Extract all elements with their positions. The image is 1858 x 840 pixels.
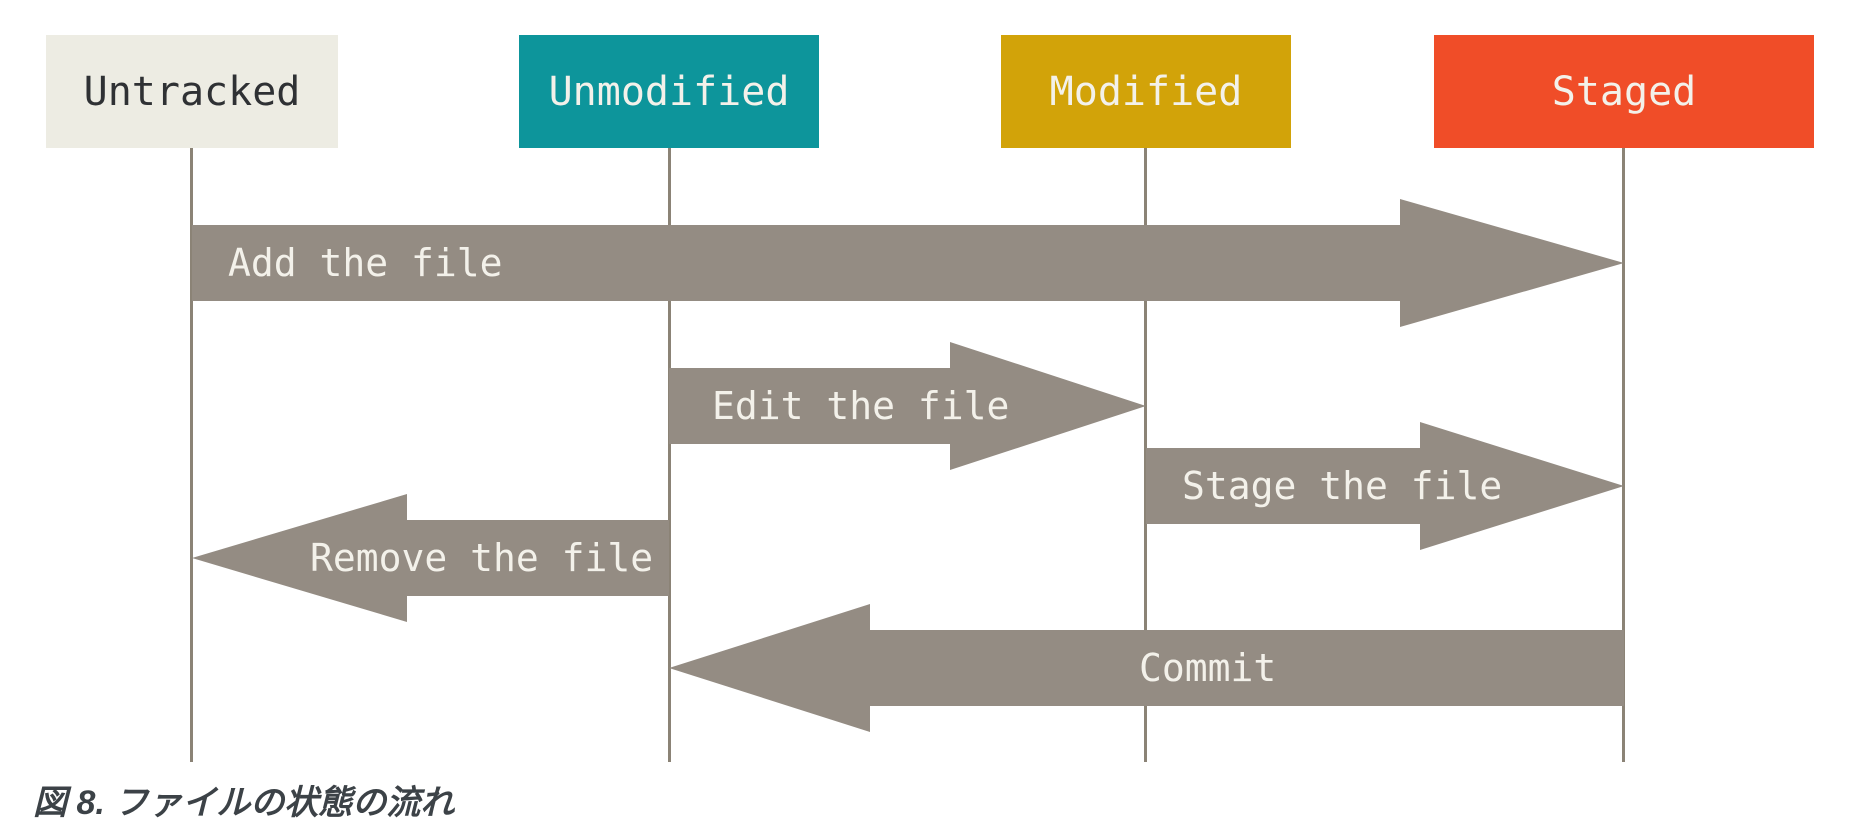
state-box-unmodified: Unmodified	[519, 35, 819, 148]
arrow-remove-the-file-shaft	[407, 520, 669, 596]
arrow-commit-arrowhead-icon	[669, 604, 870, 732]
lifeline-untracked	[190, 148, 193, 762]
arrow-stage-the-file-shaft	[1146, 448, 1420, 524]
state-box-modified: Modified	[1001, 35, 1291, 148]
arrow-stage-the-file-label: Stage the file	[1182, 464, 1503, 508]
state-box-untracked: Untracked	[46, 35, 338, 148]
state-label-unmodified: Unmodified	[548, 68, 790, 115]
state-label-untracked: Untracked	[83, 68, 301, 115]
state-label-modified: Modified	[1049, 68, 1243, 115]
arrow-edit-the-file-label: Edit the file	[712, 384, 1010, 428]
arrow-edit-the-file-arrowhead-icon	[950, 342, 1146, 470]
state-box-staged: Staged	[1434, 35, 1814, 148]
state-label-staged: Staged	[1551, 68, 1697, 115]
arrow-add-the-file-shaft	[192, 225, 1400, 301]
figure-caption: 図 8. ファイルの状態の流れ	[33, 784, 455, 822]
lifeline-unmodified	[668, 148, 671, 762]
arrow-edit-the-file-shaft	[669, 368, 950, 444]
arrow-remove-the-file-arrowhead-icon	[192, 494, 407, 622]
arrow-stage-the-file-arrowhead-icon	[1420, 422, 1624, 550]
arrow-remove-the-file-label: Remove the file	[310, 536, 654, 580]
arrow-add-the-file-label: Add the file	[228, 241, 503, 285]
arrow-add-the-file-arrowhead-icon	[1400, 199, 1624, 327]
arrow-commit-label: Commit	[1139, 646, 1277, 690]
arrow-commit-shaft	[870, 630, 1624, 706]
